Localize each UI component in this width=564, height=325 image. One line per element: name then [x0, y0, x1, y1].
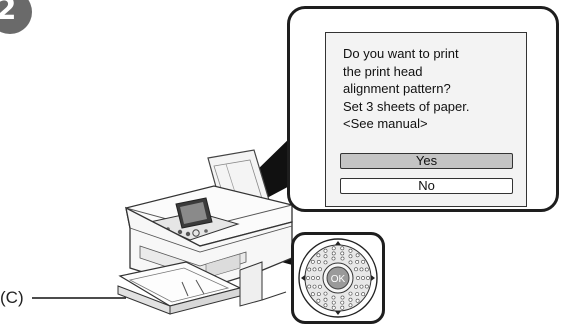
- scroll-wheel-dot: [316, 276, 319, 279]
- scroll-wheel-dot: [313, 285, 316, 288]
- no-button[interactable]: No: [340, 178, 513, 194]
- scroll-wheel-dot: [341, 257, 344, 260]
- scroll-wheel-dot: [317, 254, 320, 257]
- lcd-message-line: Set 3 sheets of paper.: [343, 98, 518, 116]
- scroll-wheel-dot: [361, 276, 364, 279]
- callout-label-c: (C): [0, 288, 24, 308]
- scroll-wheel-dot: [354, 285, 357, 288]
- scroll-wheel-dot: [311, 260, 314, 263]
- scroll-wheel-dot: [317, 299, 320, 302]
- lcd-message-line: alignment pattern?: [343, 80, 518, 98]
- scroll-wheel-dot: [349, 249, 352, 252]
- scroll-wheel-dot: [324, 304, 327, 307]
- scroll-wheel-callout: OK: [291, 232, 385, 324]
- scroll-wheel-dot: [332, 257, 335, 260]
- scroll-wheel-dot: [332, 247, 335, 250]
- scroll-wheel-dot: [324, 292, 327, 295]
- scroll-wheel-dot: [356, 254, 359, 257]
- scroll-wheel-dot: [365, 285, 368, 288]
- scroll-wheel-dot: [349, 304, 352, 307]
- scroll-wheel-dot: [341, 252, 344, 255]
- step-number: 2: [0, 0, 24, 27]
- scroll-wheel-dot: [318, 268, 321, 271]
- scroll-wheel-dot: [349, 261, 352, 264]
- scroll-wheel-dot: [324, 298, 327, 301]
- scroll-wheel-dot: [356, 276, 359, 279]
- scroll-wheel-dot: [332, 301, 335, 304]
- scroll-wheel-dot: [308, 285, 311, 288]
- scroll-wheel-dot: [360, 268, 363, 271]
- scroll-wheel-dot: [341, 301, 344, 304]
- scroll-wheel-dot: [311, 293, 314, 296]
- scroll-wheel-dot: [332, 296, 335, 299]
- scroll-wheel-dot: [354, 268, 357, 271]
- scroll-wheel-dot: [324, 261, 327, 264]
- scroll-wheel-dot: [365, 268, 368, 271]
- lcd-message-line: <See manual>: [343, 115, 518, 133]
- scroll-wheel-dot: [324, 249, 327, 252]
- scroll-wheel-dot: [317, 260, 320, 263]
- scroll-wheel-dot: [308, 268, 311, 271]
- yes-button[interactable]: Yes: [340, 153, 513, 169]
- lcd-message-line: Do you want to print: [343, 45, 518, 63]
- scroll-wheel-dot: [362, 293, 365, 296]
- ok-label: OK: [331, 274, 346, 285]
- scroll-wheel-dot: [332, 252, 335, 255]
- scroll-wheel-dot: [356, 260, 359, 263]
- scroll-wheel-dot: [356, 293, 359, 296]
- scroll-wheel-dot: [318, 285, 321, 288]
- scroll-wheel-dot: [341, 247, 344, 250]
- scroll-wheel-dot: [349, 292, 352, 295]
- scroll-wheel-dot: [332, 306, 335, 309]
- scroll-wheel-dot: [311, 276, 314, 279]
- scroll-wheel-dot: [324, 255, 327, 258]
- lcd-callout: Do you want to print the print head alig…: [287, 6, 559, 212]
- scroll-wheel-dot: [360, 285, 363, 288]
- scroll-wheel-dot: [362, 260, 365, 263]
- scroll-wheel-dot: [349, 255, 352, 258]
- lcd-message: Do you want to print the print head alig…: [343, 45, 518, 133]
- scroll-wheel-dot: [341, 296, 344, 299]
- scroll-wheel-dot: [317, 293, 320, 296]
- scroll-wheel-dot: [349, 298, 352, 301]
- scroll-wheel-graphic: OK: [294, 235, 382, 321]
- scroll-wheel-dot: [306, 276, 309, 279]
- scroll-wheel-dot: [341, 306, 344, 309]
- scroll-wheel-dot: [313, 268, 316, 271]
- scroll-wheel-dot: [366, 276, 369, 279]
- scroll-wheel-dot: [356, 299, 359, 302]
- lcd-screen: Do you want to print the print head alig…: [325, 32, 527, 207]
- lcd-message-line: the print head: [343, 63, 518, 81]
